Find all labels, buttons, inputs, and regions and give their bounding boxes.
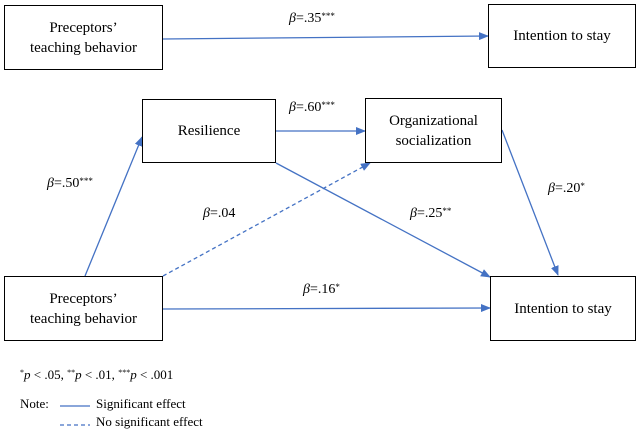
coef-stars: ** xyxy=(442,206,452,216)
coef-stars: *** xyxy=(79,176,93,186)
box-organizational-socialization: Organizational socialization xyxy=(365,98,502,163)
fn-stars-3: *** xyxy=(118,368,131,377)
fn-text-2: < .01, xyxy=(81,367,119,382)
beta-symbol: β xyxy=(203,206,210,221)
arrow-top-direct xyxy=(162,32,489,41)
legend-significant-label: Significant effect xyxy=(96,396,186,411)
legend-note-label: Note: xyxy=(20,396,49,411)
fn-text-1: < .05, xyxy=(30,367,68,382)
box-org-line1: Organizational xyxy=(389,112,478,129)
label-resilience-org: β=.60*** xyxy=(289,100,335,116)
coef-value: =.25 xyxy=(416,206,443,221)
box-bottom-intention-label: Intention to stay xyxy=(514,300,612,317)
fn-p-2: p xyxy=(75,367,82,382)
box-bottom-intention: Intention to stay xyxy=(490,276,636,341)
coef-value: =.60 xyxy=(295,100,322,115)
coef-stars: * xyxy=(335,282,340,292)
coef-value: =.35 xyxy=(295,11,322,26)
arrow-resilience-its xyxy=(275,162,491,278)
box-top-preceptors-line2: teaching behavior xyxy=(29,39,138,56)
beta-symbol: β xyxy=(47,176,54,191)
beta-symbol: β xyxy=(303,282,310,297)
box-org-line2: socialization xyxy=(395,132,472,149)
box-top-intention: Intention to stay xyxy=(488,4,636,68)
fn-p-3: p xyxy=(130,367,137,382)
coef-value: =.16 xyxy=(309,282,336,297)
coef-stars: * xyxy=(580,181,585,191)
beta-symbol: β xyxy=(410,206,417,221)
label-ptb-org: β=.04 xyxy=(203,206,235,222)
arrow-ptb-its xyxy=(162,304,491,313)
label-ptb-resilience: β=.50*** xyxy=(47,176,93,192)
label-org-its: β=.20* xyxy=(548,181,585,197)
arrow-org-its xyxy=(501,129,559,276)
box-bottom-preceptors: Preceptors’ teaching behavior xyxy=(4,276,163,341)
box-bottom-preceptors-line2: teaching behavior xyxy=(29,310,138,327)
box-resilience: Resilience xyxy=(142,99,276,163)
fn-text-3: < .001 xyxy=(136,367,174,382)
box-top-intention-label: Intention to stay xyxy=(513,28,611,44)
coef-value: =.04 xyxy=(209,206,236,221)
fn-p-1: p xyxy=(24,367,31,382)
arrow-ptb-org-dashed xyxy=(162,162,371,277)
box-top-preceptors-line1: Preceptors’ xyxy=(49,19,118,36)
label-top-direct: β=.35*** xyxy=(289,11,335,27)
fn-stars-2: ** xyxy=(67,368,76,377)
box-top-preceptors: Preceptors’ teaching behavior xyxy=(4,5,163,70)
beta-symbol: β xyxy=(289,100,296,115)
coef-stars: *** xyxy=(321,100,335,110)
coef-stars: *** xyxy=(321,11,335,21)
box-bottom-preceptors-line1: Preceptors’ xyxy=(49,290,118,307)
significance-footnote: *p < .05, **p < .01, ***p < .001 xyxy=(20,367,173,383)
box-resilience-label: Resilience xyxy=(177,123,241,139)
beta-symbol: β xyxy=(289,11,296,26)
fn-stars-1: * xyxy=(20,368,24,377)
coef-value: =.50 xyxy=(53,176,80,191)
coef-value: =.20 xyxy=(554,181,581,196)
label-ptb-its: β=.16* xyxy=(303,282,340,298)
label-resilience-its: β=.25** xyxy=(410,206,451,222)
legend-nonsignificant-label: No significant effect xyxy=(96,414,203,429)
arrow-ptb-resilience xyxy=(84,136,143,277)
beta-symbol: β xyxy=(548,181,555,196)
